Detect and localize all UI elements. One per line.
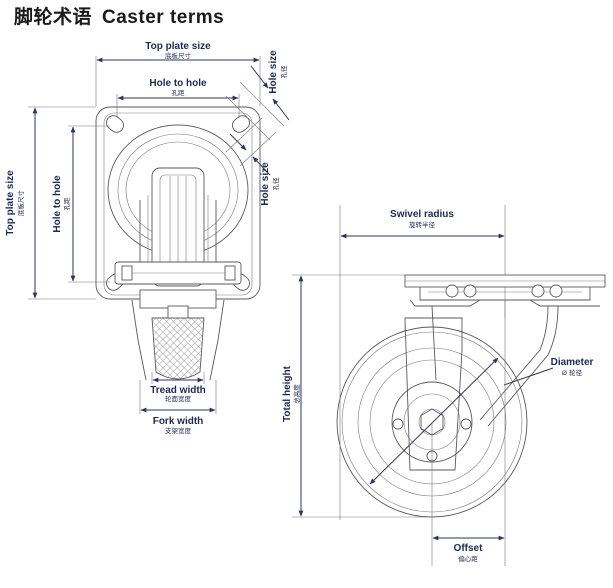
dim-tread-width: Tread width 轮面宽度 — [150, 372, 206, 403]
title-cn: 脚轮术语 — [14, 6, 93, 28]
label-hole-size-upper-cn: 孔径 — [279, 65, 288, 79]
label-diameter: Diameter — [551, 357, 594, 368]
label-hole-size-upper: Hole size — [268, 50, 279, 94]
label-top-plate-size-left: Top plate size — [5, 170, 16, 236]
label-swivel-radius-cn: 旋转半径 — [409, 220, 436, 229]
label-top-plate-size-top-cn: 底板尺寸 — [165, 51, 192, 60]
label-hole-to-hole-left-cn: 孔距 — [63, 197, 71, 211]
dim-hole-size-lower: Hole size 孔径 — [225, 117, 280, 206]
dim-diameter: Diameter Ø 轮径 — [369, 357, 594, 485]
page-title: 脚轮术语 Caster terms — [14, 2, 224, 29]
dim-hole-size-upper: Hole size 孔径 — [225, 50, 290, 141]
label-hole-size-lower-cn: 孔径 — [271, 177, 280, 191]
label-swivel-radius: Swivel radius — [390, 209, 454, 220]
label-total-height: Total height — [282, 365, 293, 422]
label-total-height-cn: 总高度 — [292, 384, 301, 404]
label-top-plate-size-left-cn: 底板尺寸 — [16, 190, 25, 217]
label-hole-to-hole-top: Hole to hole — [149, 78, 207, 89]
label-fork-width: Fork width — [153, 416, 204, 427]
dim-total-height: Total height 总高度 — [282, 274, 432, 518]
bearing-balls — [445, 284, 563, 298]
label-offset: Offset — [454, 543, 484, 554]
dim-top-plate-size-top: Top plate size 底板尺寸 — [95, 41, 261, 106]
label-diameter-cn: Ø 轮径 — [562, 368, 583, 377]
label-hole-size-lower: Hole size — [260, 162, 271, 206]
label-hole-to-hole-top-cn: 孔距 — [172, 89, 186, 97]
label-offset-cn: 偏心距 — [458, 554, 478, 563]
title-en: Caster terms — [102, 7, 225, 28]
side-view — [336, 274, 606, 518]
label-hole-to-hole-left: Hole to hole — [52, 175, 63, 233]
label-tread-width: Tread width — [150, 385, 206, 396]
dim-top-plate-size-left: Top plate size 底板尺寸 — [5, 106, 96, 300]
label-tread-width-cn: 轮面宽度 — [165, 394, 192, 403]
dim-fork-width: Fork width 支架宽度 — [139, 380, 217, 435]
dim-hole-to-hole-left: Hole to hole 孔距 — [52, 125, 110, 283]
front-view — [95, 106, 261, 381]
label-fork-width-cn: 支架宽度 — [165, 426, 192, 435]
dim-offset: Offset 偏心距 — [431, 300, 506, 566]
label-top-plate-size-top: Top plate size — [145, 41, 211, 52]
dim-swivel-radius: Swivel radius 旋转半径 — [339, 205, 506, 520]
dim-hole-to-hole-top: Hole to hole 孔距 — [116, 78, 240, 118]
